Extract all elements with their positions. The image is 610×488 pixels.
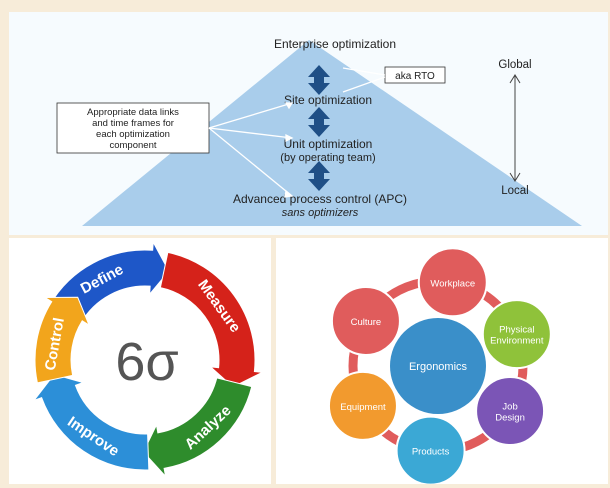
scale-global-label: Global xyxy=(498,59,531,71)
scale-local-label: Local xyxy=(501,185,529,197)
ergonomics-node-label: Workplace xyxy=(430,278,475,289)
level-unit: Unit optimization xyxy=(284,137,373,151)
double-arrow-icon xyxy=(308,65,330,95)
six-sigma-symbol: 6σ xyxy=(115,332,178,392)
rto-pointer xyxy=(342,67,386,76)
level-unit-sub: (by operating team) xyxy=(280,152,375,164)
hierarchy-diagram: Enterprise optimization Site optimizatio… xyxy=(56,37,582,226)
ergonomics-node-label: Physical xyxy=(499,325,534,336)
rto-callout-label: aka RTO xyxy=(395,71,435,82)
phase-arrow-measure xyxy=(159,251,265,388)
ergonomics-node-circle xyxy=(330,285,401,356)
double-arrow-icon xyxy=(308,107,330,137)
ergonomics-node-circle xyxy=(481,299,552,370)
data-links-line-1: Appropriate data links xyxy=(87,107,179,118)
level-apc-sub: sans optimizers xyxy=(282,207,359,219)
ergonomics-node-label: Job xyxy=(502,402,517,413)
level-site: Site optimization xyxy=(284,93,372,107)
phase-arrow-control xyxy=(34,296,91,384)
ergonomics-node-circle xyxy=(327,370,398,441)
data-links-callout-box xyxy=(56,102,210,154)
ergonomics-node-label: Equipment xyxy=(340,402,386,413)
rto-pointer xyxy=(342,76,386,93)
level-apc: Advanced process control (APC) xyxy=(233,192,407,206)
ergonomics-node-label: Culture xyxy=(351,317,382,328)
double-arrow-icon xyxy=(308,161,330,191)
scale-double-arrow-icon xyxy=(509,74,521,182)
ergonomics-node-circle xyxy=(475,376,546,447)
phase-arrow-improve xyxy=(32,373,150,471)
ergonomics-diagram: Ergonomics WorkplacePhysicalEnvironmentJ… xyxy=(327,247,552,484)
data-links-line-2: and time frames for xyxy=(92,118,174,129)
level-enterprise: Enterprise optimization xyxy=(274,37,396,51)
ergonomics-center-label: Ergonomics xyxy=(409,361,468,373)
ergonomics-node-label: Design xyxy=(495,413,525,424)
ergonomics-center-circle xyxy=(390,318,486,414)
ergonomics-node-label: Products xyxy=(412,447,450,458)
ergonomics-node-circle xyxy=(417,247,488,318)
optimization-hierarchy-panel: Enterprise optimization Site optimizatio… xyxy=(9,12,608,235)
data-links-line-3: each optimization xyxy=(96,129,170,140)
ergonomics-node-label: Environment xyxy=(490,336,544,347)
hierarchy-triangle xyxy=(82,40,582,226)
phase-arrow-analyze xyxy=(142,377,253,478)
ergonomics-node-circle xyxy=(395,415,466,484)
data-links-pointers xyxy=(208,102,294,198)
data-links-line-4: component xyxy=(109,140,156,151)
